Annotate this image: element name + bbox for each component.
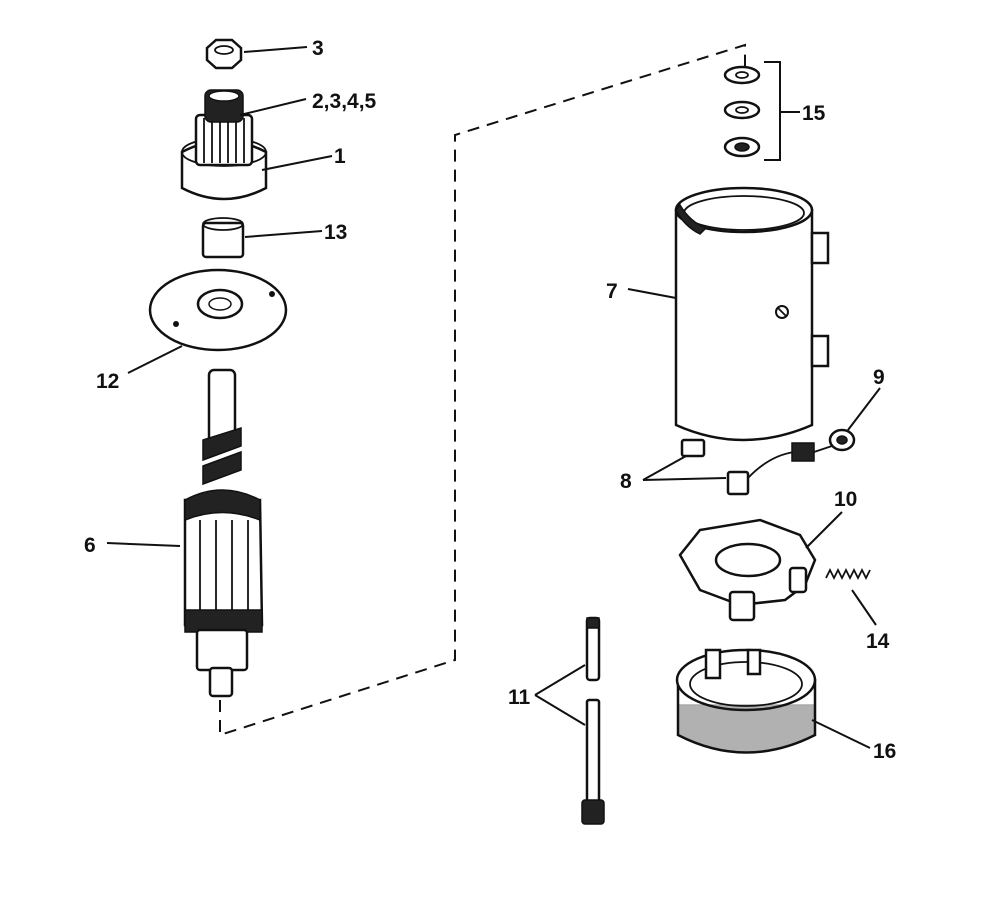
callout-2-3-4-5: 2,3,4,5 [312,90,377,113]
bracket-15 [764,61,781,161]
callout-15: 15 [802,102,826,125]
part-armature [183,368,264,698]
assembly-dashed-line [219,43,746,737]
part-terminal-nut [828,428,856,452]
part-washers [723,65,761,158]
callout-16: 16 [873,740,896,763]
callout-12: 12 [96,370,119,393]
callout-14: 14 [866,630,890,653]
part-brushes [680,438,833,496]
part-frame-housing [674,186,830,442]
part-nut [205,38,243,70]
part-bushing [201,217,245,259]
leader-lines [106,46,881,749]
part-brush-plate [678,518,817,622]
part-through-bolts [581,616,605,825]
callout-9: 9 [873,366,885,389]
callout-11: 11 [508,686,531,709]
callout-1: 1 [334,145,346,168]
part-brush-spring [825,567,871,581]
callout-3: 3 [312,37,324,60]
part-end-cap [675,648,817,754]
callout-8: 8 [620,470,632,493]
part-drive-assembly [180,89,268,201]
callout-7: 7 [606,280,618,303]
callout-13: 13 [324,221,347,244]
callout-10: 10 [834,488,857,511]
callout-6: 6 [84,534,96,557]
part-end-plate [148,268,288,352]
